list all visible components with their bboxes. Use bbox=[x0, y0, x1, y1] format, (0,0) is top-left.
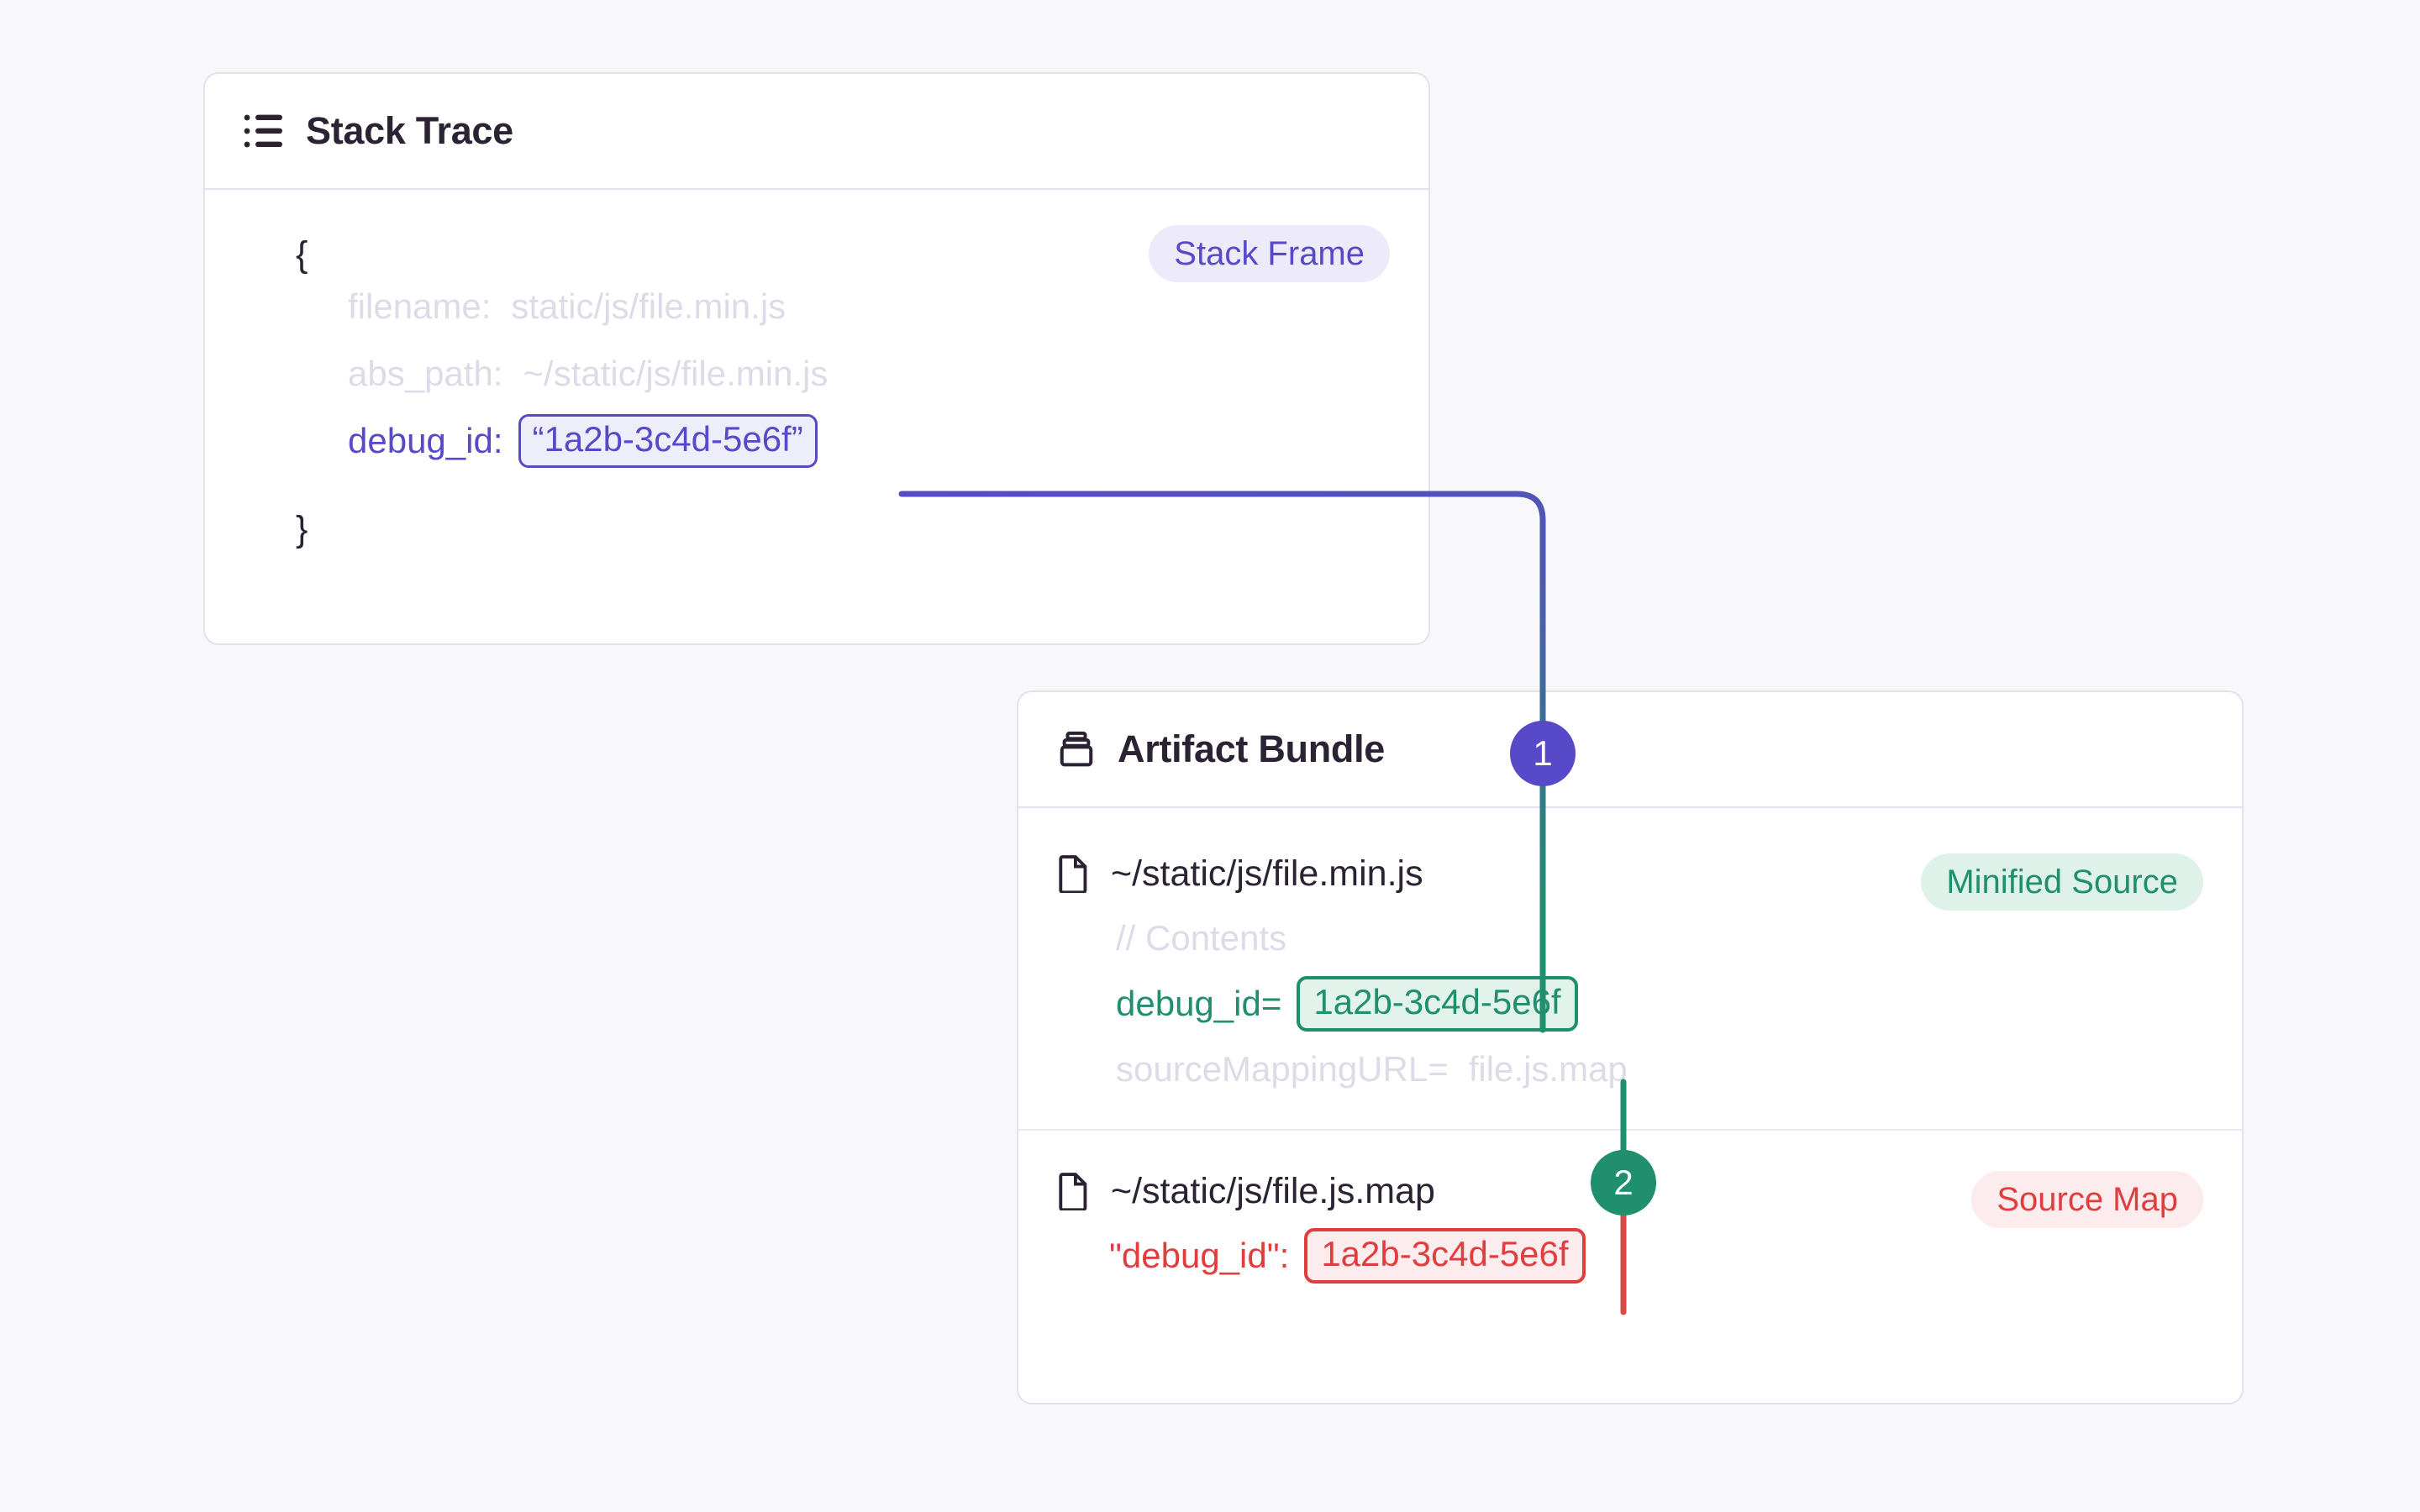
jar-icon bbox=[1057, 730, 1096, 769]
minified-source-mapping-line: sourceMappingURL= file.js.map bbox=[1116, 1037, 2203, 1102]
abs-path-value: ~/static/js/file.min.js bbox=[523, 354, 829, 393]
status-badge-minified-source: Minified Source bbox=[1921, 853, 2203, 911]
stack-frame-row-abs-path: abs_path: ~/static/js/file.min.js bbox=[348, 340, 1390, 407]
step-badge-2: 2 bbox=[1591, 1150, 1656, 1215]
list-icon bbox=[244, 113, 284, 150]
source-mapping-url-key: sourceMappingURL= bbox=[1116, 1049, 1449, 1089]
step-badge-1-label: 1 bbox=[1533, 733, 1553, 773]
stack-trace-body: Stack Frame { filename: static/js/file.m… bbox=[205, 190, 1428, 591]
artifact-row-divider bbox=[1018, 1129, 2242, 1131]
minified-debug-id-value-highlight[interactable]: 1a2b-3c4d-5e6f bbox=[1297, 976, 1578, 1032]
stack-frame-row-filename: filename: static/js/file.min.js bbox=[348, 273, 1390, 340]
status-badge-source-map: Source Map bbox=[1971, 1171, 2203, 1228]
artifact-row-minified-source: Minified Source ~/static/js/file.min.js … bbox=[1057, 842, 2203, 1102]
stack-trace-card: Stack Trace Stack Frame { filename: stat… bbox=[203, 72, 1430, 645]
source-map-file-name[interactable]: ~/static/js/file.js.map bbox=[1111, 1170, 1435, 1211]
stack-trace-header: Stack Trace bbox=[205, 74, 1428, 190]
json-open-brace: { bbox=[296, 234, 308, 275]
source-map-debug-id-line: "debug_id": 1a2b-3c4d-5e6f bbox=[1109, 1223, 2203, 1289]
filename-value: static/js/file.min.js bbox=[511, 286, 786, 326]
abs-path-key: abs_path: bbox=[348, 354, 503, 393]
json-close-brace: } bbox=[296, 509, 308, 549]
filename-key: filename: bbox=[348, 286, 492, 326]
artifact-bundle-card: Artifact Bundle Minified Source ~/static… bbox=[1017, 690, 2244, 1404]
source-map-file-line: ~/static/js/file.js.map bbox=[1057, 1159, 2203, 1223]
source-map-debug-id-value-highlight[interactable]: 1a2b-3c4d-5e6f bbox=[1304, 1228, 1586, 1284]
artifact-bundle-title: Artifact Bundle bbox=[1118, 727, 1386, 770]
step-badge-1: 1 bbox=[1510, 721, 1576, 786]
minified-contents-comment: // Contents bbox=[1116, 918, 1287, 958]
minified-debug-id-key: debug_id= bbox=[1116, 984, 1282, 1023]
source-mapping-url-value: file.js.map bbox=[1468, 1049, 1628, 1089]
minified-file-name[interactable]: ~/static/js/file.min.js bbox=[1111, 853, 1423, 894]
file-icon bbox=[1057, 1172, 1091, 1210]
file-icon bbox=[1057, 854, 1091, 893]
status-badge-stack-frame: Stack Frame bbox=[1149, 225, 1390, 282]
artifact-bundle-header: Artifact Bundle bbox=[1018, 692, 2242, 808]
stack-frame-row-debug-id: debug_id: “1a2b-3c4d-5e6f” bbox=[348, 407, 1390, 475]
artifact-row-source-map: Source Map ~/static/js/file.js.map "debu… bbox=[1057, 1159, 2203, 1289]
step-badge-2-label: 2 bbox=[1613, 1163, 1634, 1202]
stack-trace-title: Stack Trace bbox=[306, 109, 513, 152]
source-map-debug-id-key: "debug_id": bbox=[1109, 1236, 1290, 1275]
debug-id-value-highlight[interactable]: “1a2b-3c4d-5e6f” bbox=[518, 414, 818, 468]
debug-id-key: debug_id: bbox=[348, 421, 503, 460]
minified-debug-id-line: debug_id= 1a2b-3c4d-5e6f bbox=[1116, 971, 2203, 1037]
artifact-bundle-body: Minified Source ~/static/js/file.min.js … bbox=[1018, 808, 2242, 1332]
